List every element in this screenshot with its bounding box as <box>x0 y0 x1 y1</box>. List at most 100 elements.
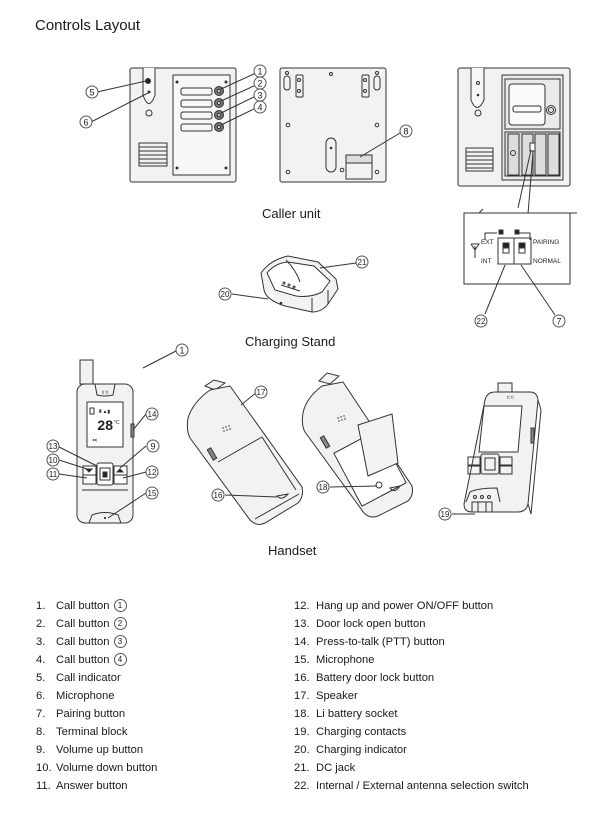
legend-item-label-wrap: Li battery socket <box>316 706 397 722</box>
legend-item-number: 6. <box>36 690 46 702</box>
legend-item-label: Door lock open button <box>316 618 426 630</box>
legend-item-label-wrap: Hang up and power ON/OFF button <box>316 598 493 614</box>
legend-item-number: 18. <box>294 708 310 720</box>
legend-item: 16.Battery door lock button <box>294 670 434 686</box>
legend-item-label-wrap: Call indicator <box>56 670 121 686</box>
display-temperature: 28 <box>97 417 113 433</box>
charging-stand <box>231 255 357 313</box>
legend-item-label: Charging contacts <box>316 726 407 738</box>
callout-12: 12 <box>145 465 159 479</box>
svg-text:3: 3 <box>257 91 262 101</box>
legend-item-number: 11. <box>36 780 51 792</box>
legend-item-number: 10. <box>36 762 52 774</box>
svg-text:6: 6 <box>83 118 88 128</box>
svg-text:18: 18 <box>319 483 328 492</box>
callout-7: 7 <box>552 314 566 328</box>
callouts: 1 2 3 4 5 6 7 8 9 10 11 12 13 14 15 16 1… <box>46 64 566 521</box>
legend-item-label: Call indicator <box>56 672 121 684</box>
callout-22: 22 <box>474 314 488 328</box>
callout-3: 3 <box>253 88 267 102</box>
legend-item-label-wrap: Answer button <box>56 778 128 794</box>
legend-item-label: Volume up button <box>56 744 144 756</box>
legend-item-label: Hang up and power ON/OFF button <box>316 600 494 612</box>
legend-item: 9.Volume up button <box>36 742 143 758</box>
callout-6: 6 <box>79 115 93 129</box>
legend-item-label: Call button <box>56 636 110 648</box>
hangup-button <box>113 474 128 485</box>
legend-item-label-wrap: Pairing button <box>56 706 125 722</box>
legend-item: 19.Charging contacts <box>294 724 406 740</box>
svg-text:1: 1 <box>257 67 262 77</box>
callout-15: 15 <box>145 486 159 500</box>
callout-1-handset: 1 <box>175 343 189 357</box>
legend-item-number: 17. <box>294 690 310 702</box>
legend-item-label-wrap: DC jack <box>316 760 355 776</box>
svg-text:19: 19 <box>441 510 450 519</box>
legend-item-label-wrap: Internal / External antenna selection sw… <box>316 778 529 794</box>
svg-text:16: 16 <box>214 491 223 500</box>
legend-item: 22. Internal / External antenna selection… <box>294 778 529 794</box>
svg-text:4: 4 <box>257 103 262 113</box>
legend-item: 20.Charging indicator <box>294 742 407 758</box>
legend-item-label: DC jack <box>316 762 356 774</box>
legend-item-number: 22. <box>294 780 310 792</box>
legend-item-label-wrap: Microphone <box>56 688 114 704</box>
legend-item-number: 7. <box>36 708 46 720</box>
legend-item-label: Press-to-talk (PTT) button <box>316 636 445 648</box>
legend-item-label: Terminal block <box>56 726 128 738</box>
legend-item: 21. DC jack <box>294 760 355 776</box>
antenna-icon <box>470 243 480 258</box>
callout-19: 19 <box>438 507 452 521</box>
handset-front: ((·)) ♜▲▮ 28 °C ◂◂) <box>58 350 177 524</box>
legend-item-label: Answer button <box>56 780 128 792</box>
legend-item-badge: 4 <box>113 652 127 666</box>
svg-text:5: 5 <box>89 88 94 98</box>
svg-text:◂◂): ◂◂) <box>92 437 98 442</box>
switch-label-normal: NORMAL <box>533 258 561 265</box>
legend-item-number: 14. <box>294 636 310 648</box>
svg-text:11: 11 <box>49 470 58 479</box>
legend-item: 7. Pairing button <box>36 706 125 722</box>
legend-item: 14. Press-to-talk (PTT) button <box>294 634 445 650</box>
legend-item-label: Call button <box>56 600 110 612</box>
legend-item: 12.Hang up and power ON/OFF button <box>294 598 493 614</box>
legend-item-label: Speaker <box>316 690 358 702</box>
legend-item-label: Microphone <box>316 654 375 666</box>
switch-label-pairing: PAIRING <box>533 239 559 246</box>
switch-panel <box>463 208 577 316</box>
legend-item-badge: 1 <box>113 598 127 612</box>
legend-item-label-wrap: Microphone <box>316 652 374 668</box>
legend-item-label: Charging indicator <box>316 744 407 756</box>
svg-text:((·)): ((·)) <box>507 394 514 399</box>
dip-switch <box>529 142 536 152</box>
legend-item-number: 4. <box>36 654 46 666</box>
callout-14: 14 <box>145 407 159 421</box>
battery-lock-button <box>275 493 290 499</box>
svg-text:8: 8 <box>403 127 408 137</box>
legend-item-number: 15. <box>294 654 310 666</box>
switch-label-ext: EXT <box>481 239 494 246</box>
caption-charging-stand: Charging Stand <box>245 334 336 349</box>
callout-17: 17 <box>254 385 268 399</box>
legend-item-label-wrap: Speaker <box>316 688 358 704</box>
handset-angled-front: ((·)) <box>452 382 542 515</box>
callout-4: 4 <box>253 100 267 114</box>
legend-item-number: 1. <box>36 600 46 612</box>
legend-item-label-wrap: Press-to-talk (PTT) button <box>316 634 445 650</box>
legend-item-label: Battery door lock button <box>316 672 435 684</box>
display-unit: °C <box>114 420 120 426</box>
legend-item-label: Pairing button <box>56 708 126 720</box>
legend-item-label: Internal / External antenna selection sw… <box>316 780 529 792</box>
svg-text:1: 1 <box>179 346 184 356</box>
caption-handset: Handset <box>268 543 317 558</box>
svg-text:17: 17 <box>257 388 266 397</box>
battery-socket <box>375 481 383 489</box>
legend-item-number: 21. <box>294 762 310 774</box>
